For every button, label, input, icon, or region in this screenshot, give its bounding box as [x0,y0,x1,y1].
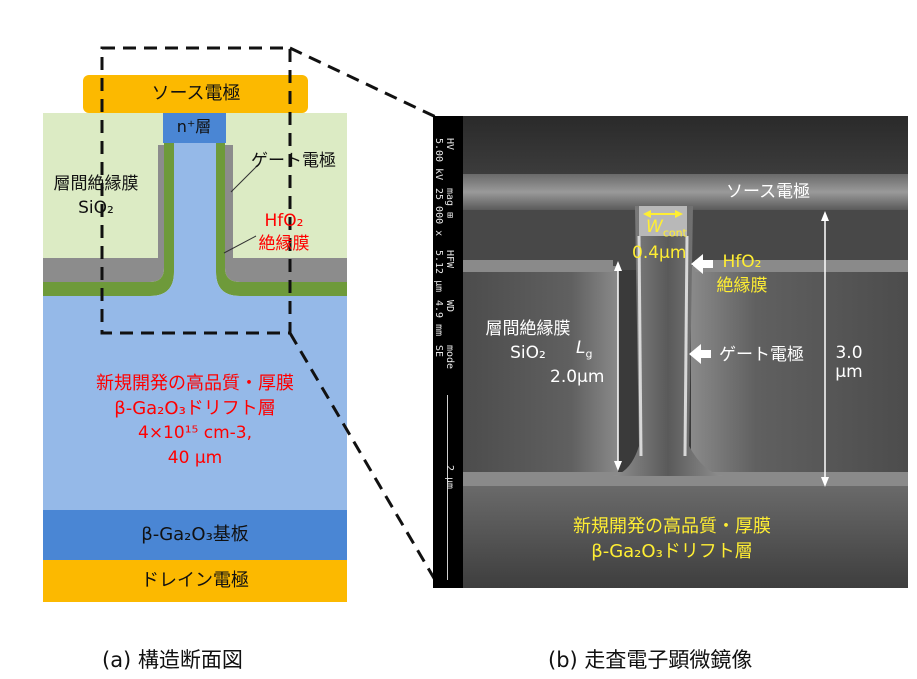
sem-height-value: 3.0 [835,343,863,363]
sem-hfo2-label-line2: 絶縁膜 [716,276,768,296]
sem-lg-label: Lg [576,338,593,361]
drift-layer [43,300,347,510]
n-plus-layer-label: n⁺層 [176,117,212,136]
gate-electrode-label: ゲート電極 [251,151,336,171]
caption-a: (a) 構造断面図 [102,648,243,672]
sem-drift-label-line2: β-Ga₂O₃ドリフト層 [591,541,753,562]
wd-value: 4.9 mm [433,300,444,337]
sem-wcont-value: 0.4μm [632,243,687,263]
drift-label-line1: 新規開発の高品質・厚膜 [96,373,294,394]
hv-value: 5.00 kV [433,138,444,181]
drain-electrode-label: ドレイン電極 [141,570,249,591]
wd-label: WD [444,300,455,313]
sem-lg-value: 2.0μm [550,367,605,387]
sem-interlayer-label-line2: SiO₂ [510,343,546,363]
drift-label-line2: β-Ga₂O₃ドリフト層 [114,398,276,419]
hfw-value: 5.12 μm [433,250,444,293]
mag-label: mag ⊞ [444,188,455,219]
mag-value: 25 000 x [433,188,444,237]
sem-interlayer-label-line1: 層間絶縁膜 [485,319,571,339]
interlayer-right [225,113,347,258]
sem-gate-electrode-label: ゲート電極 [719,345,804,365]
sem-drift-label-line1: 新規開発の高品質・厚膜 [573,516,771,537]
substrate-label: β-Ga₂O₃基板 [141,524,249,545]
caption-b: (b) 走査電子顕微鏡像 [548,648,753,672]
sem-height-unit: μm [835,362,863,382]
hfw-label: HFW [444,250,455,269]
mode-label: mode [444,345,455,370]
drift-label-line3: 4×10¹⁵ cm-3, [138,423,252,443]
sem-hfo2-label-line1: HfO₂ [722,252,762,272]
hfo2-label-line2: 絶縁膜 [258,234,310,254]
interlayer-label-line1: 層間絶縁膜 [53,174,139,194]
source-electrode [83,75,308,113]
interlayer-label-line2: SiO₂ [78,198,114,218]
drift-label-line4: 40 μm [167,448,223,468]
hfo2-label-line1: HfO₂ [264,211,304,231]
sem-source-electrode-label: ソース電極 [726,182,811,202]
scale-bar-label: 2 μm [444,465,455,490]
substrate-layer [43,510,347,560]
hv-label: HV [444,138,455,151]
source-electrode-label: ソース電極 [151,83,241,104]
drain-electrode [43,560,347,602]
sem-wcont-label: Wcont [646,217,687,240]
scale-bar [447,395,448,580]
gate-electrode-shape [43,145,164,282]
mode-value: SE [433,345,444,358]
sem-info-bar [433,116,463,588]
n-plus-layer [163,113,226,143]
zoom-box [100,46,292,335]
sem-image [463,116,908,588]
